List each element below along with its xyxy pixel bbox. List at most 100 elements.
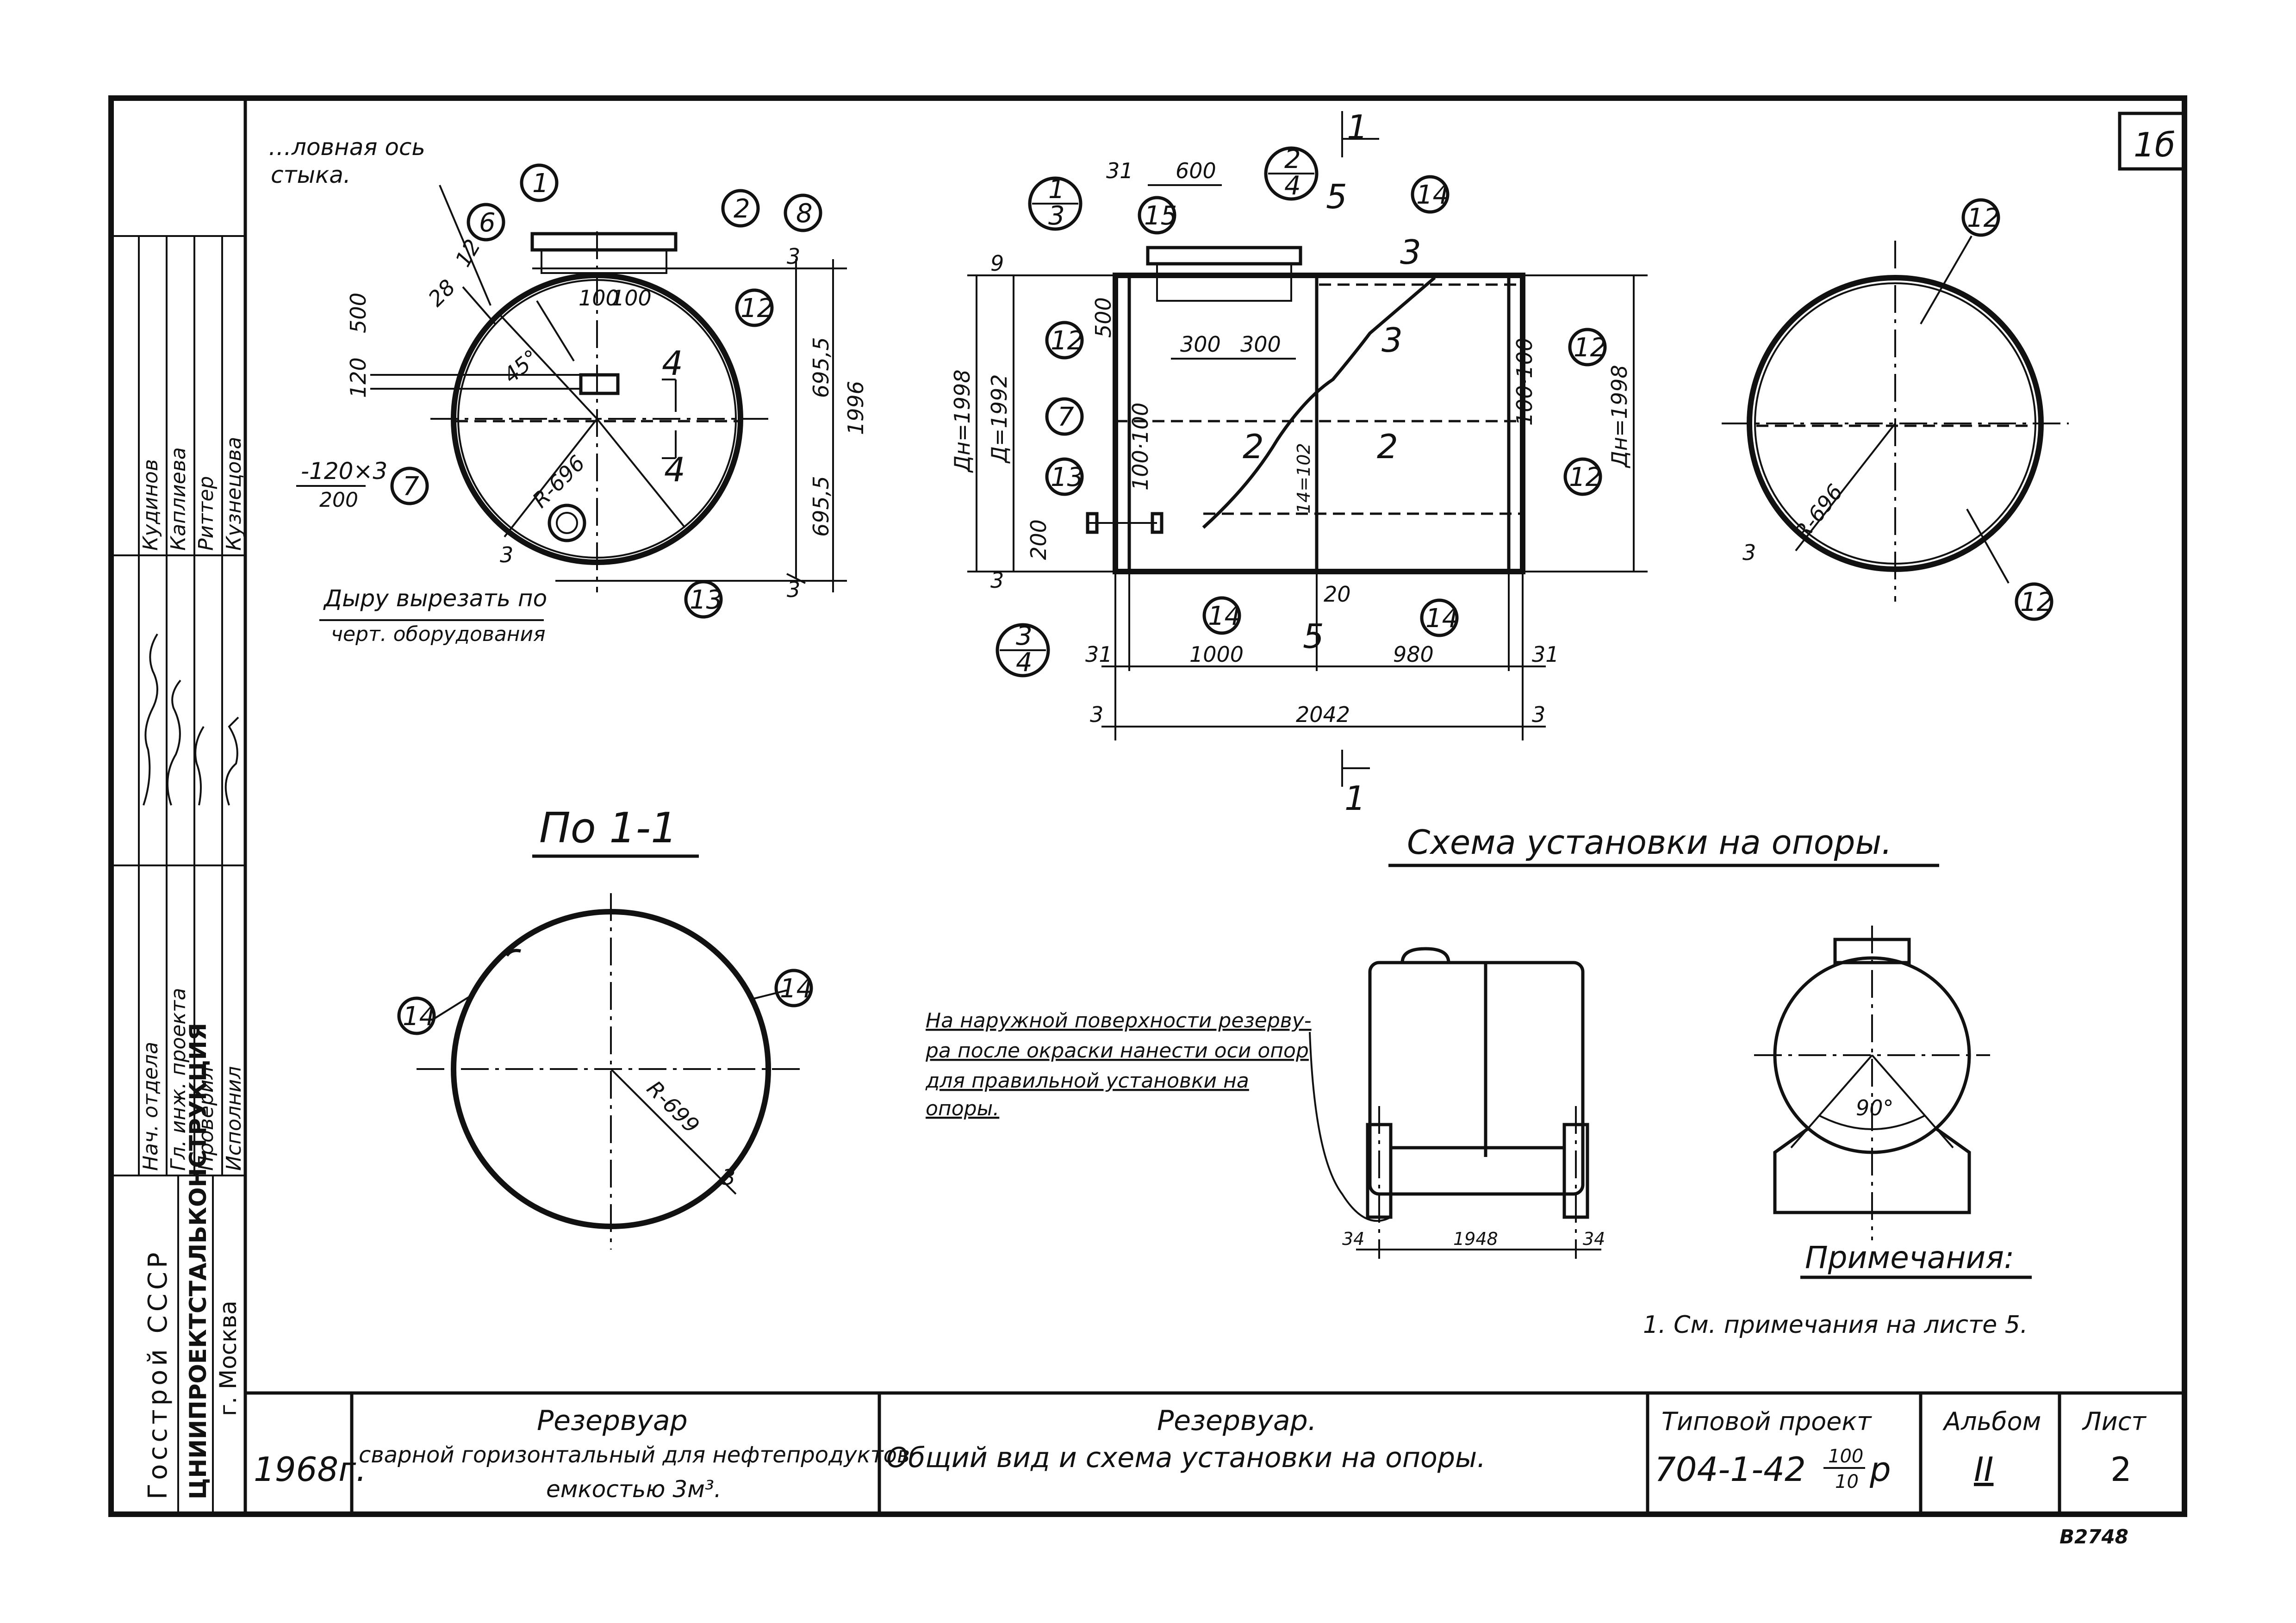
fraction-2-den: 4 bbox=[1284, 171, 1301, 201]
dim-28: 28 bbox=[423, 274, 460, 311]
left-view-dims: 28 12 500 100 100 120 45° R-696 695,5 69… bbox=[346, 235, 868, 602]
section-mark-2-left: 2 bbox=[1243, 427, 1264, 466]
title-year: 1968г. bbox=[254, 1450, 367, 1489]
title-block bbox=[350, 1393, 2061, 1514]
title-object-desc-1: сварной горизонтальный для нефтепродукто… bbox=[359, 1442, 910, 1468]
callout-7-mid: 7 bbox=[1058, 402, 1074, 432]
dim-695-top: 695,5 bbox=[809, 337, 834, 398]
section-1-1-view bbox=[417, 893, 805, 1250]
dim-20: 20 bbox=[1324, 582, 1351, 607]
scheme-title: Схема установки на опоры. bbox=[1407, 823, 1892, 862]
stamp-role-3: Проверил bbox=[194, 1066, 218, 1171]
left-view-notes: …ловная ось стыка. Дыру вырезать по черт… bbox=[268, 134, 547, 646]
callout-13: 13 bbox=[690, 585, 722, 615]
dim-100b: 100 bbox=[611, 286, 652, 311]
section-callouts: 14 14 bbox=[397, 969, 813, 1035]
side-stamp bbox=[111, 235, 245, 1514]
right-dim-3: 3 bbox=[1742, 540, 1756, 565]
callout-13-mid: 13 bbox=[1051, 462, 1083, 492]
project-suffix: р bbox=[1869, 1450, 1891, 1489]
callout-12-right-bottom: 12 bbox=[1569, 462, 1602, 492]
dim-dn-right: Дн=1998 bbox=[1607, 365, 1632, 468]
org-city: г. Москва bbox=[215, 1300, 242, 1416]
callout-15: 15 bbox=[1144, 201, 1177, 231]
callout-14-left: 14 bbox=[1208, 601, 1241, 631]
fraction-1-den: 3 bbox=[1048, 201, 1065, 231]
dim-300b: 300 bbox=[1240, 332, 1281, 357]
dim-3a: 3 bbox=[787, 244, 800, 269]
callout-12: 12 bbox=[740, 293, 773, 323]
section-mark-1-bottom: 1 bbox=[1344, 779, 1366, 818]
stamp-organization: Госстрой СССР ЦНИИПРОЕКТСТАЛЬКОНСТРУКЦИЯ… bbox=[143, 1023, 242, 1499]
stamp-signatures bbox=[143, 633, 239, 806]
dim-45deg: 45° bbox=[498, 345, 543, 388]
org-institute: ЦНИИПРОЕКТСТАЛЬКОНСТРУКЦИЯ bbox=[185, 1023, 212, 1499]
fraction-3-den: 4 bbox=[1016, 647, 1033, 678]
callout-12-right-b: 12 bbox=[2020, 587, 2053, 617]
dim-100x100-left: 100·100 bbox=[1128, 403, 1153, 491]
section-mark-2-right: 2 bbox=[1377, 427, 1398, 466]
dim-3c: 3 bbox=[500, 542, 513, 567]
sheet-corner-label: 1б bbox=[2134, 125, 2175, 164]
title-object: Резервуар bbox=[537, 1405, 688, 1437]
scheme-note-line-3: для правильной установки на bbox=[925, 1069, 1249, 1093]
stamp-name-3: Риттер bbox=[194, 476, 218, 551]
section-mark-5-bottom: 5 bbox=[1303, 617, 1324, 656]
org-gosstroy: Госстрой СССР bbox=[143, 1249, 173, 1499]
hole-note-1: Дыру вырезать по bbox=[323, 585, 547, 612]
project-code: 704-1-42 bbox=[1655, 1450, 1806, 1489]
callout-8: 8 bbox=[796, 199, 813, 229]
album-label: Альбом bbox=[1942, 1407, 2041, 1436]
right-view-callouts: 12 12 bbox=[1961, 198, 2053, 621]
section-dim-radius: R-699 bbox=[642, 1076, 704, 1138]
project-label: Типовой проект bbox=[1661, 1407, 1872, 1436]
dim-3-bottom-right: 3 bbox=[1532, 702, 1545, 727]
side-elevation-dims: 600 31 9 500 300 300 Дн=1998 Д=1992 100·… bbox=[950, 108, 1632, 818]
project-fraction-num: 100 bbox=[1828, 1446, 1863, 1467]
right-dim-radius: R-696 bbox=[1789, 479, 1848, 545]
dim-695-bottom: 695,5 bbox=[809, 476, 834, 537]
dim-500-mid: 500 bbox=[1091, 297, 1116, 338]
dim-100a: 100 bbox=[579, 286, 619, 311]
scheme-note-line-2: ра после окраски нанести оси опор bbox=[925, 1039, 1309, 1063]
dim-100x100-right: 100·100 bbox=[1512, 338, 1537, 426]
callout-12-right-a: 12 bbox=[1967, 203, 2000, 233]
section-mark-5-top: 5 bbox=[1326, 177, 1347, 216]
section-dim-3: 3 bbox=[722, 1165, 735, 1190]
stamp-names: Кудинов Каплиева Риттер Кузнецова bbox=[139, 437, 246, 551]
side-elevation-callouts: 15 14 12 7 13 12 12 14 14 bbox=[1045, 175, 1607, 637]
callout-12-right-top: 12 bbox=[1574, 333, 1606, 363]
dim-dn-left: Дн=1998 bbox=[950, 369, 975, 473]
left-end-view bbox=[319, 185, 847, 621]
callout-2: 2 bbox=[734, 194, 750, 224]
hole-note-2: черт. оборудования bbox=[331, 622, 546, 646]
callout-12-left: 12 bbox=[1051, 326, 1083, 356]
stamp-role-4: Исполнил bbox=[222, 1066, 246, 1171]
title-drawing-desc: Общий вид и схема установки на опоры. bbox=[886, 1442, 1486, 1474]
scheme-dim-1948: 1948 bbox=[1453, 1229, 1498, 1249]
frame bbox=[108, 95, 2187, 1517]
section-mark-4a: 4 bbox=[662, 344, 683, 383]
dim-3-left: 3 bbox=[990, 568, 1004, 593]
scheme-note-line-4: опоры. bbox=[926, 1097, 999, 1120]
scheme-note-line-1: На наружной поверхности резерву- bbox=[926, 1009, 1312, 1032]
dim-14: 14=102 bbox=[1294, 443, 1314, 514]
plate-label-bottom: 200 bbox=[319, 488, 358, 512]
callout-6: 6 bbox=[479, 208, 496, 238]
section-title: По 1-1 bbox=[539, 804, 677, 852]
callout-7: 7 bbox=[403, 472, 419, 502]
dim-600: 600 bbox=[1176, 158, 1216, 183]
side-elevation-view bbox=[967, 111, 1648, 787]
axis-note-2: стыка. bbox=[271, 162, 351, 188]
stamp-name-2: Каплиева bbox=[167, 447, 190, 551]
stamp-code: B2748 bbox=[2060, 1525, 2128, 1548]
dim-980: 980 bbox=[1393, 642, 1434, 667]
dim-1996: 1996 bbox=[843, 381, 868, 435]
album-value: II bbox=[1974, 1450, 1993, 1489]
section-callout-14-left: 14 bbox=[403, 1001, 436, 1032]
section-mark-1-top: 1 bbox=[1347, 108, 1368, 147]
section-mark-4b: 4 bbox=[664, 450, 685, 489]
sheet-value: 2 bbox=[2110, 1450, 2132, 1489]
axis-note-1: …ловная ось bbox=[268, 134, 425, 161]
